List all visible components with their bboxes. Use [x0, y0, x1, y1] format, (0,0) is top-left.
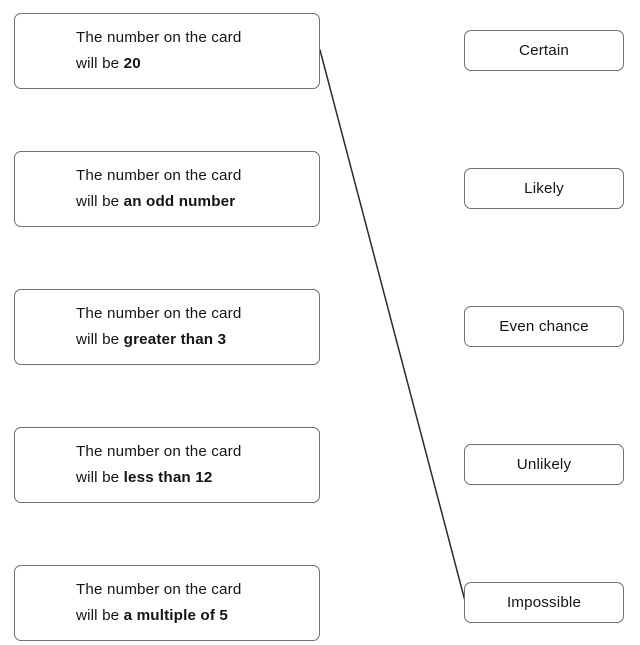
- statement-line-1: The number on the card: [76, 29, 242, 46]
- statement-emphasis: less than 12: [123, 469, 213, 486]
- statement-card[interactable]: The number on the card will be greater th…: [14, 289, 320, 365]
- statement-prefix: will be: [76, 469, 124, 486]
- likelihood-label-text: Certain: [518, 42, 570, 59]
- statement-prefix: will be: [76, 55, 124, 72]
- statement-card[interactable]: The number on the card will be a multiple…: [14, 565, 320, 641]
- statement-line-2: will be a multiple of 5: [76, 603, 319, 629]
- statement-card[interactable]: The number on the card will be an odd num…: [14, 151, 320, 227]
- statement-emphasis: a multiple of 5: [123, 607, 229, 624]
- likelihood-label-text: Impossible: [506, 594, 582, 611]
- statement-prefix: will be: [76, 331, 124, 348]
- statement-line-2: will be greater than 3: [76, 327, 319, 353]
- statement-emphasis: an odd number: [123, 193, 236, 210]
- statement-line-1: The number on the card: [76, 167, 242, 184]
- likelihood-label-text: Unlikely: [516, 456, 572, 473]
- statement-line-2: will be less than 12: [76, 465, 319, 491]
- likelihood-label-text: Even chance: [499, 318, 589, 335]
- statement-line-1: The number on the card: [76, 443, 242, 460]
- statement-prefix: will be: [76, 193, 124, 210]
- likelihood-label-card[interactable]: Impossible: [464, 582, 624, 623]
- statement-card[interactable]: The number on the card will be less than …: [14, 427, 320, 503]
- statement-line-1: The number on the card: [76, 305, 242, 322]
- connector-line[interactable]: [319, 49, 466, 602]
- likelihood-label-card[interactable]: Even chance: [464, 306, 624, 347]
- statement-line-2: will be 20: [76, 51, 319, 77]
- likelihood-label-card[interactable]: Likely: [464, 168, 624, 209]
- statement-line-1: The number on the card: [76, 581, 242, 598]
- statement-emphasis: greater than 3: [123, 331, 227, 348]
- likelihood-label-card[interactable]: Certain: [464, 30, 624, 71]
- statement-prefix: will be: [76, 607, 124, 624]
- likelihood-label-card[interactable]: Unlikely: [464, 444, 624, 485]
- statement-card[interactable]: The number on the card will be 20: [14, 13, 320, 89]
- likelihood-label-text: Likely: [524, 180, 564, 197]
- statement-emphasis: 20: [123, 55, 141, 72]
- statement-line-2: will be an odd number: [76, 189, 319, 215]
